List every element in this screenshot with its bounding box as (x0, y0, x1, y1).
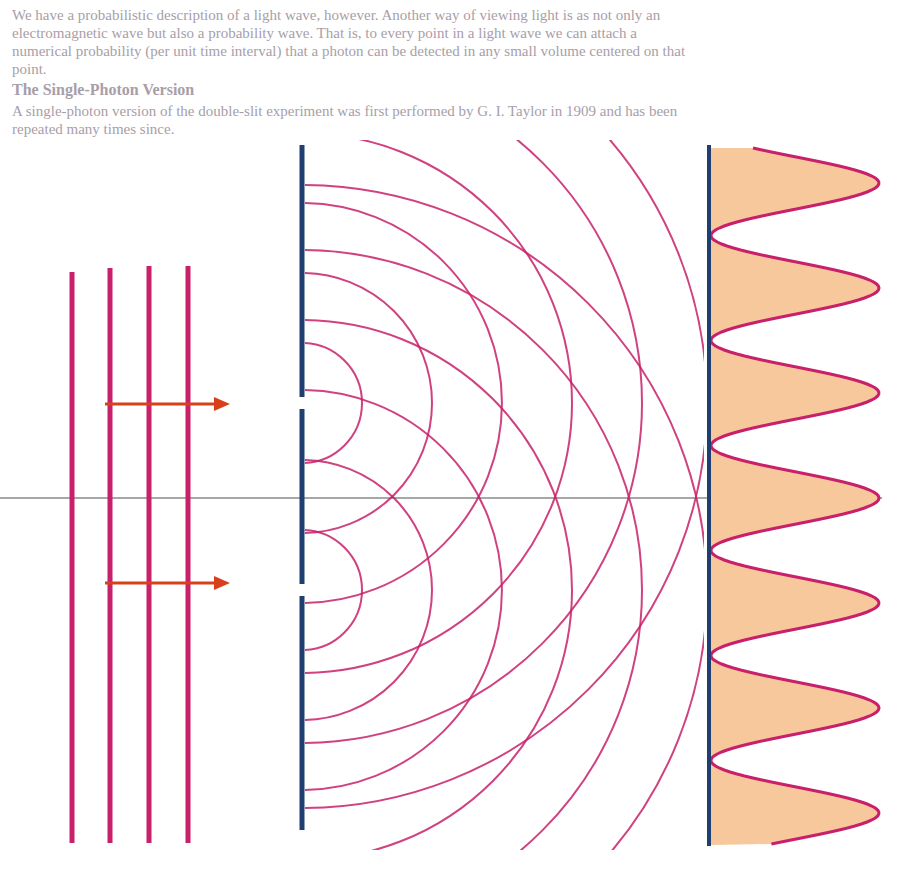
faded-heading: The Single-Photon Version (12, 80, 692, 100)
intensity-fill (711, 148, 879, 845)
faded-page-text: We have a probabilistic description of a… (12, 6, 692, 140)
faded-paragraph: We have a probabilistic description of a… (12, 6, 692, 78)
slit-barrier (300, 145, 305, 830)
screen (707, 145, 711, 846)
plane-wavefronts (72, 266, 188, 843)
circular-wavefronts (305, 140, 704, 850)
faded-paragraph: A single-photon version of the double-sl… (12, 102, 692, 138)
intensity-curve (711, 148, 879, 844)
propagation-arrows (105, 397, 230, 590)
